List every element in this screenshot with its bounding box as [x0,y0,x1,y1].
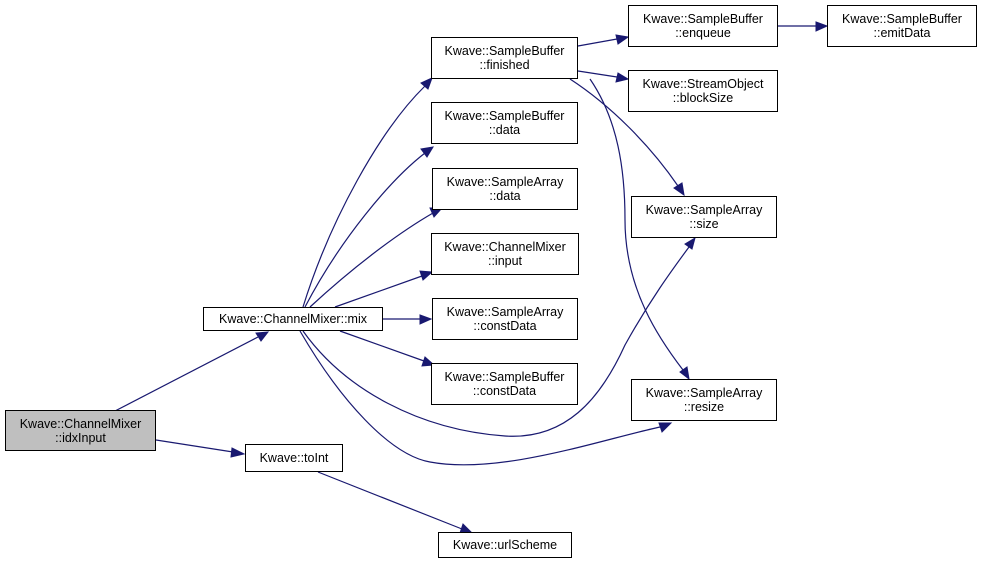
node-label-line2: ::size [689,217,719,231]
node-label-line2: ::enqueue [675,26,731,40]
edge-mix-finished [302,85,426,308]
edge-arrow [420,146,434,158]
node-label-line2: ::constData [473,319,537,333]
node-label-line1: Kwave::SampleArray [446,175,564,189]
edge-arrow [815,21,829,32]
edge-arrow [615,34,630,45]
node-samplebuffer-data[interactable]: Kwave::SampleBuffer ::data [431,102,578,144]
edge-arrow [230,447,246,458]
node-label-line2: ::resize [683,400,725,414]
node-label-line2: ::constData [472,384,537,398]
node-samplearray-constdata[interactable]: Kwave::SampleArray ::constData [432,298,578,340]
node-label-line1: Kwave::SampleBuffer [444,44,565,58]
node-label-line1: Kwave::SampleBuffer [444,109,565,123]
node-streamobject-blocksize[interactable]: Kwave::StreamObject ::blockSize [628,70,778,112]
edge-idxinput-mix [114,336,259,412]
node-samplebuffer-constdata[interactable]: Kwave::SampleBuffer ::constData [431,363,578,405]
edge-arrow [255,331,270,342]
node-channelmixer-input[interactable]: Kwave::ChannelMixer ::input [431,233,579,275]
node-samplearray-resize[interactable]: Kwave::SampleArray ::resize [631,379,777,421]
node-label-line1: Kwave::SampleArray [446,305,564,319]
edge-mix-input [334,275,423,308]
node-samplearray-data[interactable]: Kwave::SampleArray ::data [432,168,578,210]
edge-arrow [420,77,433,90]
node-label-line1: Kwave::ChannelMixer [444,240,566,254]
edge-mix-sbconst [339,330,425,362]
node-label-line2: ::finished [479,58,530,72]
node-channelmixer-mix[interactable]: Kwave::ChannelMixer::mix [203,307,383,331]
node-samplearray-size[interactable]: Kwave::SampleArray ::size [631,196,777,238]
edge-arrow [684,236,696,250]
node-label-line1: Kwave::urlScheme [452,538,558,552]
node-label-line1: Kwave::ChannelMixer [19,416,142,431]
edge-arrow [658,422,673,433]
node-toint[interactable]: Kwave::toInt [245,444,343,472]
node-samplebuffer-emitdata[interactable]: Kwave::SampleBuffer ::emitData [827,5,977,47]
edge-mix-sasize [302,246,690,437]
edge-arrow [615,72,630,83]
node-label-line1: Kwave::toInt [259,451,329,465]
node-samplebuffer-finished[interactable]: Kwave::SampleBuffer ::finished [431,37,578,79]
node-label-line1: Kwave::SampleArray [645,203,763,217]
node-channelmixer-idxinput: Kwave::ChannelMixer ::idxInput [5,410,156,451]
edge-idxinput-toint [155,439,234,453]
node-label-line2: ::idxInput [55,430,106,445]
node-label-line2: ::blockSize [672,91,734,105]
edge-mix-sbdata [304,152,426,308]
edge-mix-saresize [299,330,661,466]
edge-mix-sadata [309,212,434,308]
edge-arrow [419,314,433,325]
node-label-line2: ::data [489,189,521,203]
edge-arrow [679,366,690,381]
edge-finished-blocksize [577,70,618,78]
node-urlscheme[interactable]: Kwave::urlScheme [438,532,572,558]
edge-arrow [419,270,434,281]
node-label-line1: Kwave::StreamObject [642,77,764,91]
edge-arrow [673,182,685,197]
node-label-line2: ::data [488,123,521,137]
node-label-line2: ::input [487,254,523,268]
node-label-line2: ::emitData [873,26,931,40]
edge-finished-sasize [569,78,679,187]
node-label-line1: Kwave::SampleBuffer [643,12,763,26]
node-label-line1: Kwave::SampleBuffer [842,12,962,26]
node-samplebuffer-enqueue[interactable]: Kwave::SampleBuffer ::enqueue [628,5,778,47]
edge-toint-urlscheme [317,471,463,530]
node-label-line1: Kwave::SampleBuffer [444,370,565,384]
edge-finished-saresize [589,78,684,371]
node-label-line1: Kwave::SampleArray [645,386,763,400]
edge-finished-enqueue [577,38,618,47]
node-label-line1: Kwave::ChannelMixer::mix [219,312,367,326]
